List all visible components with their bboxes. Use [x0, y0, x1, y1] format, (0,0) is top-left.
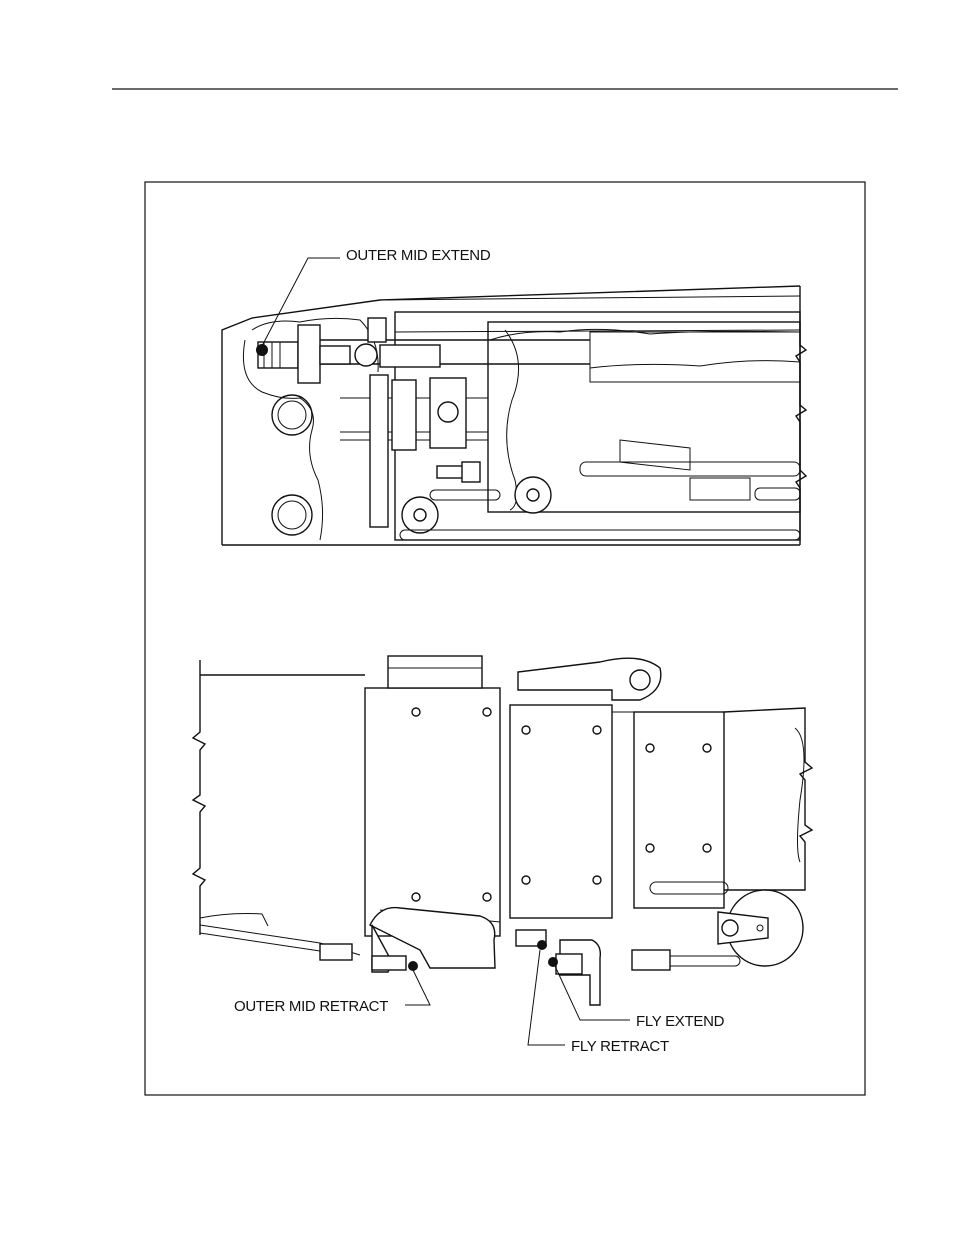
outer-mid-retract-leader: [405, 970, 430, 1005]
top-boom-view: [222, 286, 806, 545]
outer-mid-extend-label: OUTER MID EXTEND: [346, 247, 491, 264]
bottom-boom-view: [193, 656, 812, 1005]
fly-extend-dot: [548, 957, 558, 967]
fly-retract-label: FLY RETRACT: [571, 1038, 669, 1055]
outer-mid-retract-label: OUTER MID RETRACT: [234, 998, 388, 1015]
outer-mid-retract-dot: [408, 961, 418, 971]
fly-retract-dot: [537, 940, 547, 950]
fly-extend-label: FLY EXTEND: [636, 1013, 725, 1030]
